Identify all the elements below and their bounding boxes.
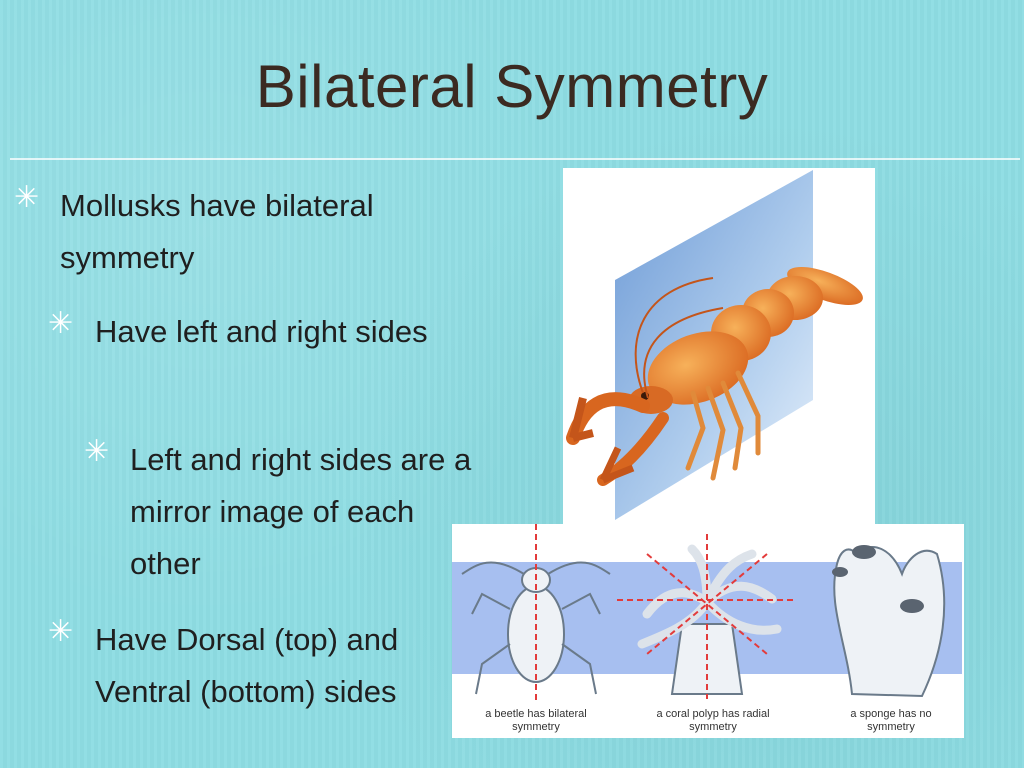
coral-polyp-illustration bbox=[617, 534, 797, 699]
bullet-level2: Have Dorsal (top) and Ventral (bottom) s… bbox=[95, 622, 399, 709]
title-divider bbox=[10, 158, 1020, 160]
bullet-star-icon: ✳ bbox=[14, 181, 40, 214]
bullet-star-icon: ✳ bbox=[48, 615, 74, 648]
bullet-level3: Left and right sides are a mirror image … bbox=[130, 442, 472, 581]
crayfish-symmetry-image bbox=[563, 168, 875, 530]
figure-caption-sponge: a sponge has no symmetry bbox=[850, 708, 932, 733]
sponge-illustration bbox=[832, 545, 946, 698]
symmetry-types-image: a beetle has bilateral symmetry a coral … bbox=[452, 524, 964, 738]
figure-caption-beetle: a beetle has bilateral symmetry bbox=[485, 708, 587, 733]
slide-title: Bilateral Symmetry bbox=[255, 53, 769, 120]
bullet-star-icon: ✳ bbox=[84, 435, 110, 468]
bullet-level2: Have left and right sides bbox=[95, 314, 428, 349]
beetle-illustration bbox=[461, 524, 611, 704]
bullet-level1: Mollusks have bilateral symmetry bbox=[60, 188, 374, 275]
figure-caption-coral: a coral polyp has radial symmetry bbox=[656, 708, 770, 733]
bullet-star-icon: ✳ bbox=[48, 307, 74, 340]
